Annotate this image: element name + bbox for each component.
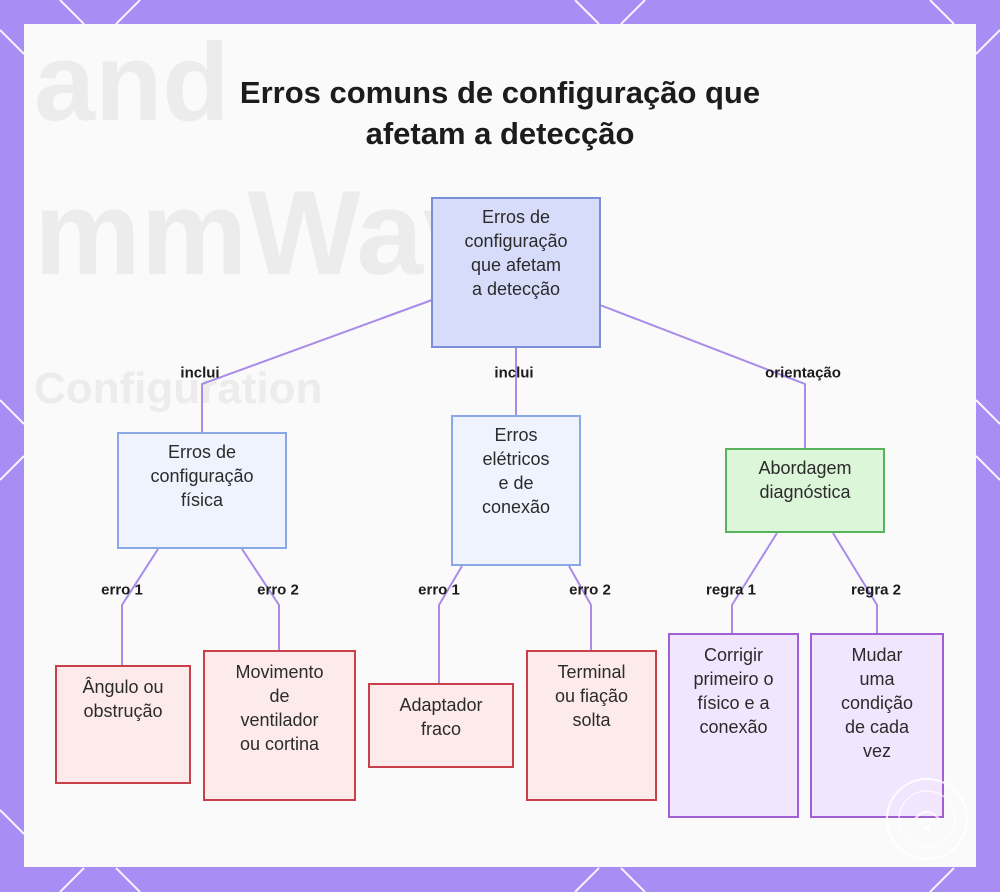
edge-label-error-1: erro 1 (101, 581, 143, 599)
edge-electrical-adapter (438, 565, 463, 683)
change-one-condition-node: Mudar uma condição de cada vez (810, 633, 944, 818)
fix-physical-first-node: Corrigir primeiro o físico e a conexão (668, 633, 799, 818)
edge-label-includes: inclui (180, 364, 220, 382)
angle-obstruction-node: Ângulo ou obstrução (55, 665, 191, 784)
edge-diagnostic-change (832, 532, 878, 633)
edge-electrical-terminal (568, 565, 592, 650)
edge-root-physical (201, 299, 433, 432)
title-line: afetam a detecção (365, 116, 635, 151)
edge-label-error-2: erro 2 (257, 581, 299, 599)
edge-physical-fan (241, 548, 280, 650)
edge-root-diagnostic (599, 304, 806, 448)
physical-config-node: Erros de configuração física (117, 432, 287, 549)
edge-diagnostic-fix (731, 532, 778, 633)
electrical-connection-node: Erros elétricos e de conexão (451, 415, 581, 566)
weak-adapter-node: Adaptador fraco (368, 683, 514, 768)
background-watermark-word: Configuration (34, 364, 323, 413)
edge-label-error-1: erro 1 (418, 581, 460, 599)
edge-label-guidance: orientação (765, 364, 841, 382)
page-title: Erros comuns de configuração que afetam … (0, 72, 1000, 154)
root-node: Erros de configuração que afetam a detec… (431, 197, 601, 348)
diagnostic-approach-node: Abordagem diagnóstica (725, 448, 885, 533)
loose-terminal-node: Terminal ou fiação solta (526, 650, 657, 801)
background-watermark-word: and (34, 24, 230, 144)
watermark-logo-icon (886, 778, 968, 860)
edge-physical-angle (121, 548, 159, 665)
edge-label-rule-1: regra 1 (705, 581, 757, 599)
edge-label-rule-2: regra 2 (850, 581, 902, 599)
edge-label-error-2: erro 2 (569, 581, 611, 599)
fan-curtain-movement-node: Movimento de ventilador ou cortina (203, 650, 356, 801)
title-line: Erros comuns de configuração que (239, 75, 761, 110)
edge-label-includes: inclui (494, 364, 534, 382)
